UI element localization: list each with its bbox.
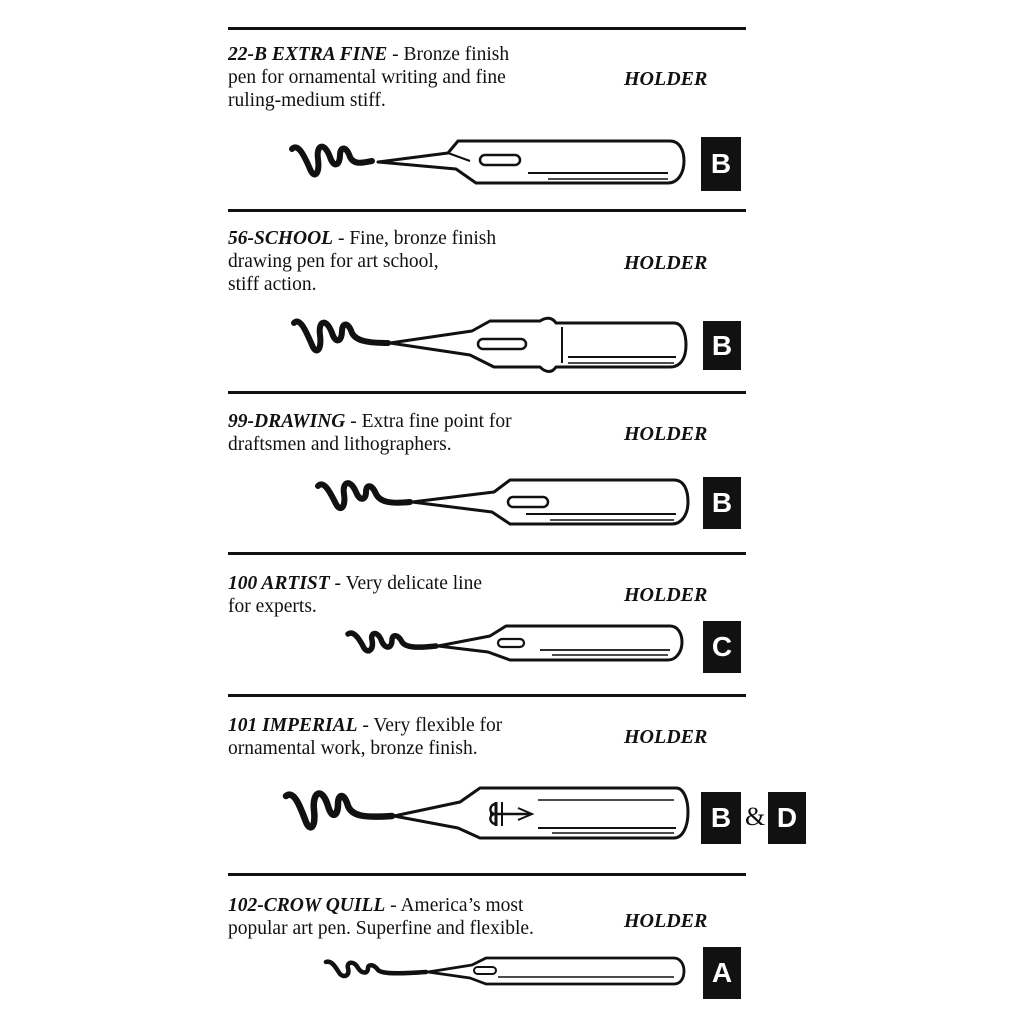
pen-desc-line: for experts. [228, 596, 317, 617]
pen-desc-line: drawing pen for art school, [228, 251, 439, 272]
pen-name: 100 ARTIST [228, 573, 330, 594]
pen-name: 22-B EXTRA FINE [228, 44, 388, 65]
holder-label: HOLDER [624, 252, 708, 274]
pen-nib-22b-icon [289, 139, 686, 185]
pen-nib-101-icon [282, 786, 690, 840]
pen-desc-line: pen for ornamental writing and fine [228, 67, 506, 88]
pen-description-100: 100 ARTIST - Very delicate line for expe… [228, 572, 598, 618]
holder-badge: A [703, 947, 741, 999]
pen-name: 102-CROW QUILL [228, 895, 386, 916]
divider-3 [228, 552, 746, 555]
pen-desc-line: ruling-medium stiff. [228, 90, 386, 111]
pen-desc-line: ornamental work, bronze finish. [228, 738, 478, 759]
badge-joiner: & [745, 802, 766, 831]
pen-name: 101 IMPERIAL [228, 715, 358, 736]
divider-5 [228, 873, 746, 876]
pen-desc-line: - Very delicate line [329, 573, 482, 594]
divider-4 [228, 694, 746, 697]
divider-2 [228, 391, 746, 394]
pen-desc-line: popular art pen. Superfine and flexible. [228, 918, 534, 939]
holder-badge-secondary: D [768, 792, 806, 844]
pen-description-56: 56-SCHOOL - Fine, bronze finish drawing … [228, 227, 598, 296]
pen-nib-102-icon [323, 956, 686, 986]
divider-1 [228, 209, 746, 212]
holder-badge: B [701, 792, 741, 844]
holder-label: HOLDER [624, 584, 708, 606]
holder-label: HOLDER [624, 423, 708, 445]
holder-label: HOLDER [624, 726, 708, 748]
pen-description-99: 99-DRAWING - Extra fine point for drafts… [228, 410, 598, 456]
pen-name: 99-DRAWING [228, 411, 346, 432]
pen-desc-line: draftsmen and lithographers. [228, 434, 452, 455]
pen-desc-line: - Very flexible for [357, 715, 503, 736]
holder-label: HOLDER [624, 68, 708, 90]
pen-nib-56-icon [291, 316, 688, 373]
holder-badge: C [703, 621, 741, 673]
pen-description-22b: 22-B EXTRA FINE - Bronze finish pen for … [228, 43, 598, 112]
pen-desc-line: - Fine, bronze finish [333, 228, 497, 249]
pen-desc-line: stiff action. [228, 274, 317, 295]
holder-badge: B [703, 321, 741, 370]
pen-desc-line: - Extra fine point for [345, 411, 512, 432]
holder-badge: B [701, 137, 741, 191]
pen-name: 56-SCHOOL [228, 228, 334, 249]
pen-desc-line: - Bronze finish [387, 44, 510, 65]
pen-nib-99-icon [315, 478, 690, 526]
pen-desc-line: - America’s most [385, 895, 524, 916]
holder-badge: B [703, 477, 741, 529]
holder-label: HOLDER [624, 910, 708, 932]
pen-nib-100-icon [345, 624, 684, 662]
pen-description-102: 102-CROW QUILL - America’s most popular … [228, 894, 598, 940]
pen-description-101: 101 IMPERIAL - Very flexible for ornamen… [228, 714, 598, 760]
divider-top [228, 27, 746, 30]
